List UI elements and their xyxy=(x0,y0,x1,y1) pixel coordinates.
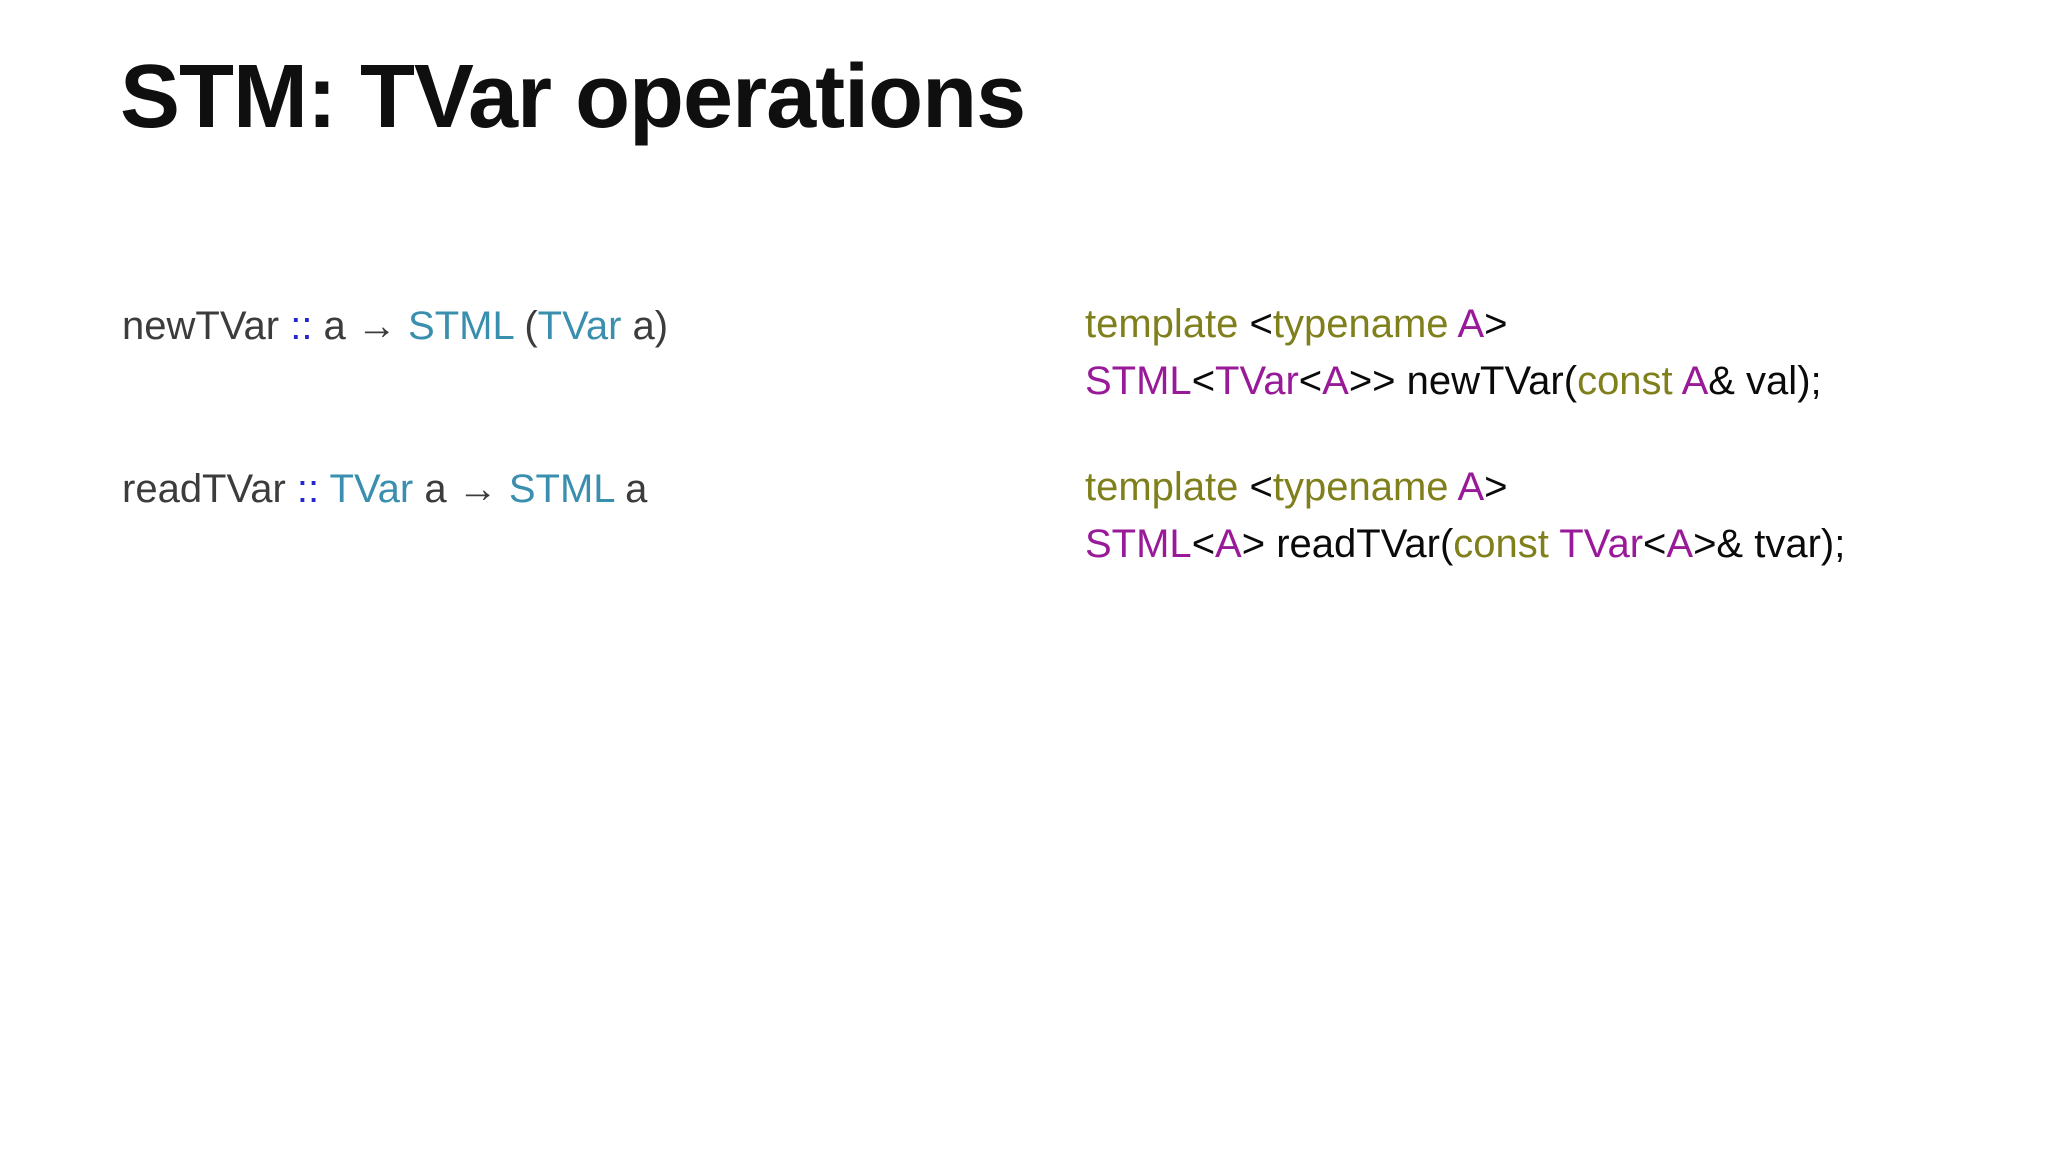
syntax-token: a → xyxy=(424,467,509,511)
code-line-template-newtvar: template <typename A> xyxy=(1085,296,1822,353)
syntax-token: < xyxy=(1191,522,1216,566)
syntax-token: >& tvar); xyxy=(1693,522,1846,566)
code-line-signature-newtvar: STML<TVar<A>> newTVar(const A& val); xyxy=(1085,353,1822,410)
cpp-declaration-readtvar: template <typename A> STML<A> readTVar(c… xyxy=(1085,459,1845,573)
syntax-token: A xyxy=(1322,359,1349,403)
syntax-token: STML xyxy=(508,467,626,511)
syntax-token: > readTVar( xyxy=(1241,522,1454,566)
cpp-declaration-newtvar: template <typename A> STML<TVar<A>> newT… xyxy=(1085,296,1822,410)
syntax-token: TVar xyxy=(329,467,425,511)
syntax-token: const xyxy=(1453,522,1560,566)
syntax-token: a) xyxy=(632,304,669,348)
haskell-signature-newtvar: newTVar :: a → STML (TVar a) xyxy=(122,302,668,350)
syntax-token: template xyxy=(1085,465,1250,509)
syntax-token: A xyxy=(1457,465,1485,509)
syntax-token: a xyxy=(625,467,648,511)
syntax-token: STML xyxy=(1085,359,1192,403)
syntax-token: TVar xyxy=(1559,522,1644,566)
syntax-token: STML xyxy=(1085,522,1192,566)
syntax-token: A xyxy=(1215,522,1242,566)
syntax-token: < xyxy=(1191,359,1216,403)
code-line-template-readtvar: template <typename A> xyxy=(1085,459,1845,516)
syntax-token: typename xyxy=(1272,465,1458,509)
syntax-token: readTVar xyxy=(122,467,297,511)
syntax-token: < xyxy=(1643,522,1667,566)
syntax-token: >> newTVar( xyxy=(1348,359,1578,403)
syntax-token: > xyxy=(1484,302,1508,346)
syntax-token: :: xyxy=(296,467,330,511)
syntax-token: A xyxy=(1666,522,1694,566)
syntax-token: const xyxy=(1577,359,1682,403)
syntax-token: template xyxy=(1085,302,1250,346)
syntax-token: TVar xyxy=(1215,359,1299,403)
code-line-signature-readtvar: STML<A> readTVar(const TVar<A>& tvar); xyxy=(1085,516,1845,573)
syntax-token: > xyxy=(1484,465,1508,509)
syntax-token: STML xyxy=(408,304,525,348)
syntax-token: A xyxy=(1457,302,1485,346)
syntax-token: typename xyxy=(1272,302,1458,346)
syntax-token: A xyxy=(1681,359,1709,403)
syntax-token: & val); xyxy=(1708,359,1822,403)
slide-title: STM: TVar operations xyxy=(120,47,1026,147)
syntax-token: TVar xyxy=(537,304,633,348)
syntax-token: newTVar xyxy=(122,304,291,348)
syntax-token: a → xyxy=(323,304,409,348)
syntax-token: < xyxy=(1249,465,1273,509)
syntax-token: :: xyxy=(290,304,324,348)
syntax-token: < xyxy=(1249,302,1273,346)
syntax-token: < xyxy=(1298,359,1323,403)
syntax-token: ( xyxy=(524,304,538,348)
haskell-signature-readtvar: readTVar :: TVar a → STML a xyxy=(122,465,647,513)
